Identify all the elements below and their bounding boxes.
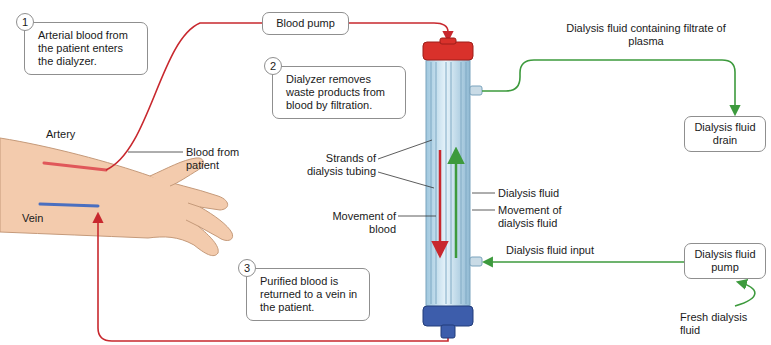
pump-box: Dialysis fluid pump: [684, 243, 766, 279]
inlet-port: [470, 257, 482, 266]
leader-lines: [128, 140, 495, 216]
callout-box: 3Purified blood is returned to a vein in…: [246, 268, 370, 321]
dialyzer: [423, 38, 482, 338]
tubing-strand: [451, 62, 452, 304]
fresh-fluid-line: [735, 282, 755, 306]
callout-number: 2: [264, 57, 282, 75]
vein: [40, 204, 98, 206]
box-text: Dialyzer removes waste products from blo…: [286, 73, 399, 112]
box-text: Purified blood is returned to a vein in …: [260, 275, 363, 314]
top-nozzle: [440, 38, 456, 44]
box-text: Dialysis fluid drain: [690, 121, 760, 147]
outlet-port: [470, 86, 482, 95]
leader-line: [378, 140, 432, 159]
leader-line: [472, 193, 495, 194]
part-label: Strands of dialysis tubing: [294, 152, 376, 178]
artery: [44, 163, 106, 170]
box-text: Arterial blood from the patient enters t…: [38, 29, 141, 68]
blood-tube-to-dialyzer: [349, 23, 448, 40]
leader-line: [398, 216, 436, 217]
tubing-strand: [436, 62, 437, 304]
part-label: Blood from patient: [186, 146, 258, 172]
fluid-input-line: [484, 261, 684, 263]
finger-creases: [186, 203, 200, 226]
callout-number: 3: [238, 259, 256, 277]
part-label: Artery: [46, 128, 106, 141]
part-label: Dialysis fluid input: [506, 244, 636, 257]
callout-box: 1Arterial blood from the patient enters …: [24, 22, 148, 75]
box-text: Dialysis fluid pump: [690, 248, 760, 274]
part-label: Dialysis fluid containing filtrate of pl…: [556, 22, 736, 48]
callout-box: 2Dialyzer removes waste products from bl…: [272, 66, 406, 119]
bottom-nozzle: [441, 325, 455, 338]
part-label: Dialysis fluid: [498, 187, 598, 200]
tubing-strand: [466, 62, 467, 304]
dialysis-tubing-strands: [431, 62, 466, 304]
fluid-to-drain: [482, 60, 735, 114]
blood-flow-arrow: [439, 150, 442, 255]
tubing-strand: [461, 62, 462, 304]
box-text: Blood pump: [268, 17, 343, 30]
tubing-strand: [431, 62, 432, 304]
part-label: Movement of dialysis fluid: [498, 204, 598, 230]
leader-line: [128, 152, 183, 153]
leader-line: [378, 172, 434, 188]
callout-number: 1: [16, 13, 34, 31]
fluid-flow-arrow: [455, 150, 458, 258]
pump-box: Blood pump: [262, 12, 349, 35]
tubing-strand: [446, 62, 447, 304]
bottom-cap: [423, 306, 473, 326]
leader-line: [472, 210, 495, 211]
dialyzer-body: [426, 58, 470, 308]
part-label: Vein: [22, 212, 72, 225]
drain-box: Dialysis fluid drain: [684, 116, 766, 152]
top-cap: [423, 42, 473, 60]
part-label: Fresh dialysis fluid: [680, 311, 768, 337]
part-label: Movement of blood: [326, 210, 396, 236]
